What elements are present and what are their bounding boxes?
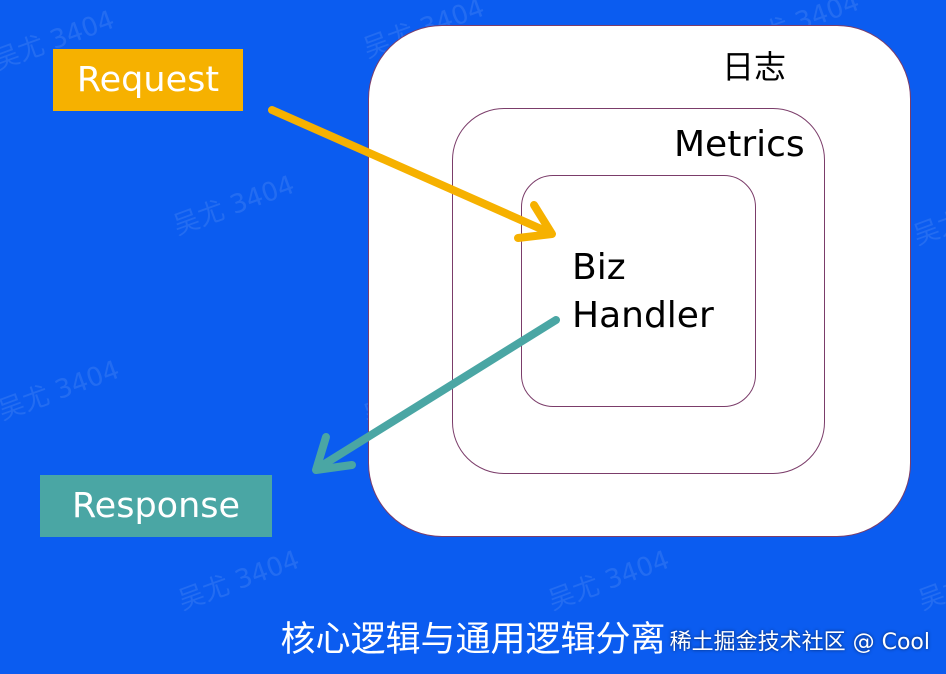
biz-handler-label-line1: Biz: [572, 247, 626, 288]
biz-handler-label-line2: Handler: [572, 295, 714, 336]
response-label: Response: [40, 475, 272, 537]
metrics-layer-box: [452, 108, 825, 474]
request-label: Request: [53, 49, 243, 111]
log-layer-label: 日志: [722, 48, 787, 86]
biz-handler-label: Biz Handler: [572, 244, 714, 340]
request-arrow: [268, 106, 556, 242]
credit-watermark: 稀土掘金技术社区 @ Cool: [669, 630, 930, 655]
log-layer-box: [368, 25, 911, 537]
biz-handler-box: [521, 175, 756, 407]
response-arrow: [312, 316, 560, 474]
metrics-layer-label: Metrics: [674, 124, 805, 165]
diagram-caption: 核心逻辑与通用逻辑分离: [280, 620, 666, 660]
